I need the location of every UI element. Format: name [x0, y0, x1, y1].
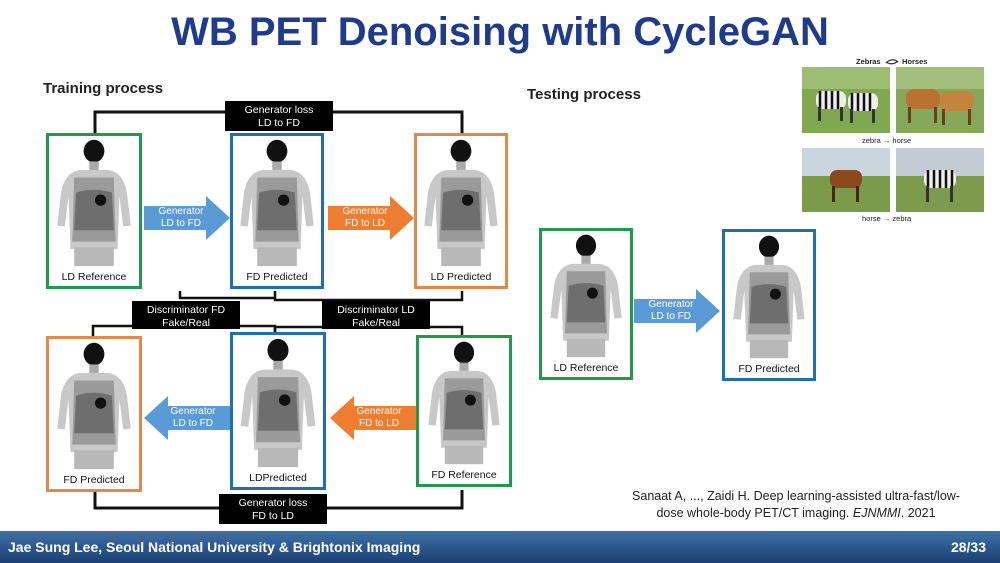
pet-scan-image	[542, 231, 630, 359]
cycle-arrows-icon	[885, 59, 899, 65]
arrow-label: Generator FD to LD	[346, 406, 412, 430]
arrow-label: Generator FD to LD	[332, 206, 398, 230]
inset-zebra-to-horse-label: zebra → horse	[862, 136, 912, 145]
arrow-line: FD to LD	[344, 218, 385, 229]
box-line: Generator loss	[244, 104, 314, 116]
discriminator-fd-box: Discriminator FD Fake/Real	[132, 301, 240, 329]
citation-journal: EJNMMI	[852, 506, 901, 520]
panel-label: LD Reference	[553, 362, 619, 374]
panel-fd-reference: FD Reference	[416, 335, 512, 487]
box-line: Fake/Real	[352, 317, 400, 329]
generator-fd-to-ld-arrow-bottom: Generator FD to LD	[330, 396, 416, 440]
pet-scan-image	[417, 136, 505, 268]
generator-fd-to-ld-arrow-top: Generator FD to LD	[328, 196, 414, 240]
generator-loss-ld-to-fd-box: Generator loss LD to FD	[225, 101, 333, 131]
panel-label: FD Predicted	[738, 363, 800, 375]
citation-line-2: dose whole-body PET/CT imaging.	[656, 506, 850, 520]
box-line: Discriminator LD	[337, 304, 415, 316]
arrow-line: Generator	[342, 206, 388, 217]
inset-horses-label: Horses	[902, 57, 928, 66]
panel-fd-predicted-top: FD Predicted	[230, 133, 324, 289]
panel-fd-predicted-bottom: FD Predicted	[46, 336, 142, 492]
box-line: LD to FD	[257, 117, 300, 129]
panel-label: FD Reference	[431, 469, 497, 481]
horse-photo-image	[802, 148, 890, 212]
box-line: FD to LD	[251, 510, 294, 522]
zebra-photo-image	[896, 148, 984, 212]
citation-year: . 2021	[900, 506, 936, 520]
testing-process-heading: Testing process	[527, 86, 641, 103]
horse-photo	[896, 67, 984, 133]
arrow-label: Generator LD to FD	[148, 206, 214, 230]
zebra-photo-image	[802, 67, 890, 133]
panel-label: LD Predicted	[430, 271, 492, 283]
arrow-right-icon	[328, 196, 414, 240]
pet-scan-image	[233, 335, 323, 469]
pet-scan-image	[233, 136, 321, 268]
arrow-line: Generator	[158, 206, 204, 217]
horse-photo-2	[802, 148, 890, 214]
arrow-line: Generator	[170, 406, 216, 417]
zebra-photo-2	[896, 148, 984, 214]
zebra-photo	[802, 67, 890, 133]
generator-loss-fd-to-ld-box: Generator loss FD to LD	[219, 494, 327, 524]
page-number: 28/33	[950, 539, 986, 555]
panel-test-fd-predicted: FD Predicted	[722, 229, 816, 381]
panel-ld-predicted-top: LD Predicted	[414, 133, 508, 289]
arrow-label: Generator LD to FD	[638, 299, 704, 323]
arrow-line: LD to FD	[160, 218, 201, 229]
arrow-left-icon	[330, 396, 416, 440]
arrow-line: FD to LD	[358, 418, 399, 429]
arrow-label: Generator LD to FD	[160, 406, 226, 430]
pet-scan-image	[49, 136, 139, 268]
arrow-line: Generator	[356, 406, 402, 417]
box-line: Generator loss	[238, 497, 308, 509]
panel-test-ld-reference: LD Reference	[539, 228, 633, 380]
footer-author: Jae Sung Lee, Seoul National University …	[8, 539, 421, 555]
inset-zebras-label: Zebras	[856, 57, 881, 66]
generator-test-arrow: Generator LD to FD	[634, 289, 720, 333]
arrow-right-icon	[144, 196, 230, 240]
pet-scan-image	[49, 339, 139, 471]
pet-scan-image	[419, 338, 509, 466]
pet-scan-image	[725, 232, 813, 360]
arrow-line: Generator	[648, 299, 694, 310]
arrow-line: LD to FD	[650, 311, 691, 322]
citation: Sanaat A, ..., Zaidi H. Deep learning-as…	[600, 488, 992, 522]
horse-photo-image	[896, 67, 984, 133]
discriminator-ld-box: Discriminator LD Fake/Real	[322, 301, 430, 329]
arrow-line: LD to FD	[172, 418, 213, 429]
footer-bar: Jae Sung Lee, Seoul National University …	[0, 531, 1000, 563]
panel-ld-reference: LD Reference	[46, 133, 142, 289]
arrow-left-icon	[144, 396, 230, 440]
cyclegan-zebra-horse-inset: Zebras Horses zebra → horse	[800, 56, 986, 223]
inset-horse-to-zebra-label: horse → zebra	[862, 214, 912, 223]
panel-label: FD Predicted	[246, 271, 308, 283]
slide-title: WB PET Denoising with CycleGAN	[171, 10, 829, 54]
box-line: Discriminator FD	[146, 304, 226, 316]
generator-ld-to-fd-arrow-bottom: Generator LD to FD	[144, 396, 230, 440]
panel-label: LDPredicted	[249, 472, 307, 484]
panel-label: FD Predicted	[63, 474, 125, 486]
panel-ld-predicted-bottom: LDPredicted	[230, 332, 326, 490]
panel-label: LD Reference	[61, 271, 127, 283]
training-process-heading: Training process	[43, 80, 164, 97]
generator-ld-to-fd-arrow: Generator LD to FD	[144, 196, 230, 240]
citation-line-1: Sanaat A, ..., Zaidi H. Deep learning-as…	[632, 489, 960, 503]
arrow-right-icon	[634, 289, 720, 333]
box-line: Fake/Real	[162, 317, 210, 329]
